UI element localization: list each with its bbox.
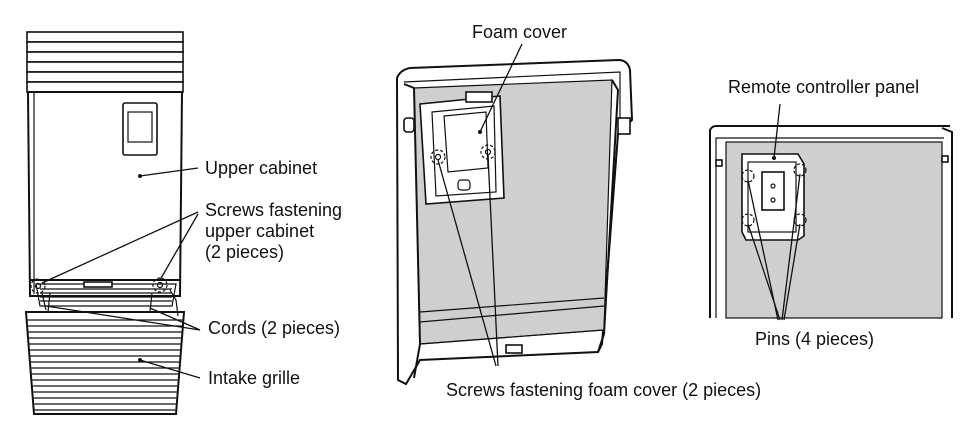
panel-frame bbox=[395, 58, 634, 386]
label-foam-cover: Foam cover bbox=[472, 22, 568, 42]
label-pins: Pins (4 pieces) bbox=[755, 329, 875, 349]
label-intake-grille: Intake grille bbox=[208, 368, 301, 388]
label-upper-cabinet: Upper cabinet bbox=[205, 158, 318, 178]
label-cords: Cords (2 pieces) bbox=[208, 318, 341, 338]
pin-4 bbox=[793, 213, 807, 227]
intake-grille-slats bbox=[27, 319, 183, 411]
label-screws-upper-cabinet: Screws fastening upper cabinet (2 pieces… bbox=[205, 200, 343, 262]
left-unit-illustration bbox=[24, 31, 186, 415]
pin-3 bbox=[741, 213, 755, 227]
upper-cabinet-body bbox=[26, 91, 184, 297]
label-screws-foam-cover: Screws fastening foam cover (2 pieces) bbox=[446, 380, 762, 400]
right-frame bbox=[709, 125, 950, 318]
screw-left bbox=[30, 278, 46, 294]
middle-panel-illustration bbox=[395, 58, 634, 386]
inner-slats bbox=[40, 288, 172, 302]
left-leader-lines bbox=[41, 167, 201, 379]
right-leader-lines bbox=[747, 103, 801, 321]
right-panel-illustration bbox=[709, 125, 953, 319]
middle-leader-lines bbox=[437, 43, 523, 367]
top-louvers bbox=[26, 31, 184, 93]
label-remote-controller-panel: Remote controller panel bbox=[728, 77, 920, 97]
foam-screw-left bbox=[430, 149, 446, 165]
intake-grille-body bbox=[24, 311, 186, 415]
pin-2 bbox=[793, 163, 807, 177]
cord-left bbox=[41, 292, 51, 313]
pin-1 bbox=[741, 169, 755, 183]
screw-right bbox=[152, 277, 168, 293]
